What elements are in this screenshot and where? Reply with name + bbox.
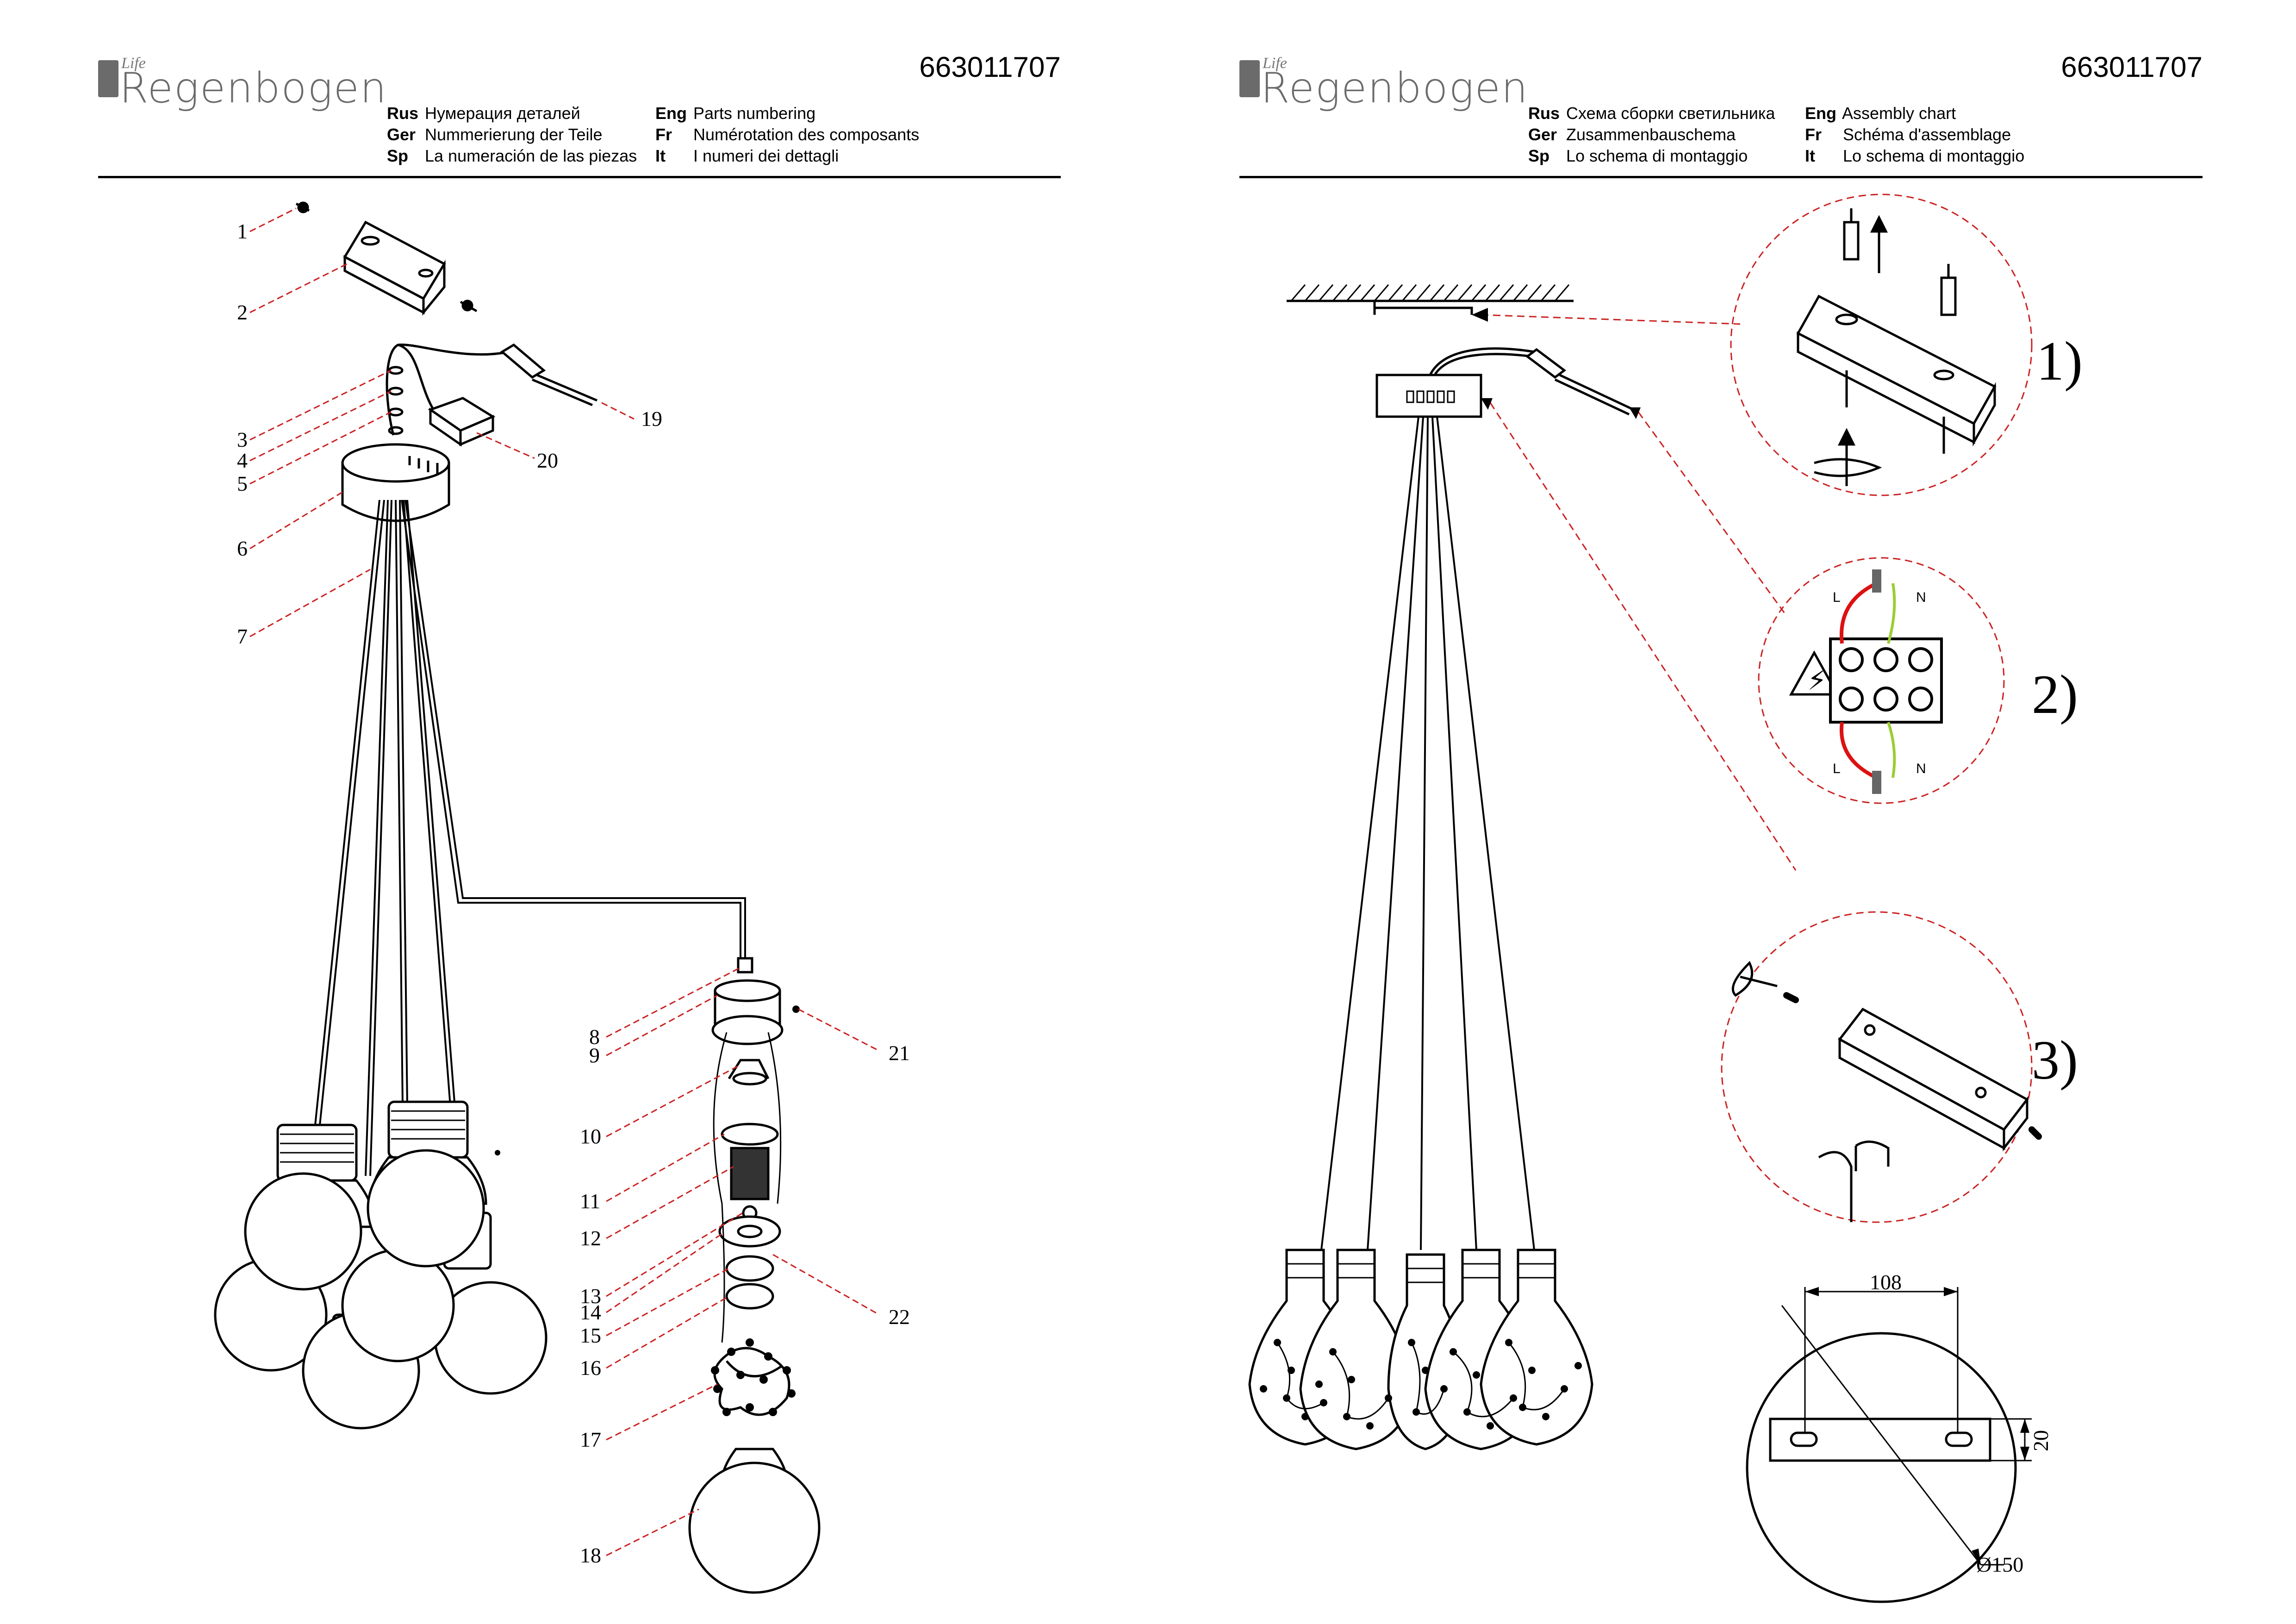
part-number: 3 bbox=[237, 428, 248, 451]
step-label: 1) bbox=[2036, 330, 2083, 392]
part-number: 19 bbox=[641, 407, 662, 431]
svg-text:⚡: ⚡ bbox=[1807, 664, 1827, 697]
header-col-1: Rus Схема сборки светильника Ger Zusamme… bbox=[1528, 104, 1775, 165]
terminal-block bbox=[428, 397, 496, 447]
document-number: 663011707 bbox=[919, 51, 1061, 83]
part-number: 17 bbox=[580, 1428, 601, 1451]
part-number: 6 bbox=[237, 537, 248, 560]
part-number: 5 bbox=[237, 472, 248, 495]
header-rule bbox=[98, 176, 1061, 178]
detail-bracket-mount bbox=[1796, 208, 1997, 486]
screw-icon bbox=[460, 300, 478, 312]
dimension-width: 108 bbox=[1870, 1270, 1902, 1294]
detail-wiring: ⚡ L N L N bbox=[1789, 569, 1943, 794]
part-number: 15 bbox=[580, 1324, 601, 1347]
right-page: Life Regenbogen 663011707 Rus Схема сбор… bbox=[1148, 0, 2296, 1624]
left-page: Life Regenbogen 663011707 Rus Нумерация … bbox=[98, 51, 1061, 1594]
part-number: 7 bbox=[237, 625, 248, 648]
part-number: 4 bbox=[237, 449, 248, 472]
ceiling-canopy bbox=[341, 443, 450, 522]
svg-text:L: L bbox=[1833, 590, 1841, 605]
leader-lines bbox=[249, 207, 880, 1556]
part-number: 22 bbox=[889, 1305, 910, 1329]
part-number: 2 bbox=[237, 300, 248, 324]
svg-text:L: L bbox=[1833, 761, 1841, 776]
callout-lines bbox=[1481, 194, 2033, 1603]
fairy-bulb bbox=[1248, 1249, 1593, 1450]
part-number: 1 bbox=[237, 219, 248, 243]
dimension-diameter: Ø150 bbox=[1976, 1553, 2023, 1576]
header-col-2: Eng Parts numbering Fr Numérotation des … bbox=[655, 104, 920, 165]
document-number: 663011707 bbox=[2061, 51, 2203, 83]
detail-canopy-fix bbox=[1731, 961, 2042, 1222]
part-numbers: 1 2 3 4 5 6 7 8 9 10 11 12 13 14 15 16 1… bbox=[237, 219, 910, 1567]
svg-text:N: N bbox=[1916, 590, 1926, 605]
part-number: 18 bbox=[580, 1543, 601, 1567]
header-rule bbox=[1239, 176, 2203, 178]
mounting-bracket bbox=[343, 220, 446, 316]
parts-diagram: 1 2 3 4 5 6 7 8 9 10 11 12 13 14 15 16 1… bbox=[214, 201, 910, 1594]
part-number: 21 bbox=[889, 1041, 910, 1065]
step-label: 3) bbox=[2032, 1029, 2078, 1091]
part-number: 11 bbox=[580, 1189, 600, 1213]
part-number: 9 bbox=[589, 1043, 600, 1067]
bulb-cluster bbox=[214, 1100, 548, 1430]
part-number: 14 bbox=[580, 1300, 601, 1324]
header-col-1: Rus Нумерация деталей Ger Nummerierung d… bbox=[387, 104, 637, 165]
connector-plug bbox=[500, 343, 597, 406]
assembly-diagram: 1) ⚡ L N L N 2) bbox=[1248, 194, 2083, 1603]
part-number: 8 bbox=[589, 1025, 600, 1049]
header-col-2: Eng Assembly chart Fr Schéma d'assemblag… bbox=[1805, 104, 2025, 165]
part-number: 10 bbox=[580, 1124, 601, 1148]
ceiling bbox=[1287, 284, 1574, 315]
ceiling-canopy bbox=[1375, 374, 1482, 418]
part-number: 12 bbox=[580, 1226, 601, 1250]
dimension-drawing bbox=[1769, 1287, 2032, 1566]
dimension-height: 20 bbox=[2029, 1430, 2053, 1451]
step-label: 2) bbox=[2032, 663, 2078, 725]
brand-logo: Life Regenbogen bbox=[1239, 55, 1528, 112]
part-number: 16 bbox=[580, 1356, 601, 1380]
part-number: 13 bbox=[580, 1284, 601, 1308]
screw-icon bbox=[295, 201, 310, 213]
svg-text:N: N bbox=[1916, 761, 1926, 776]
brand-logo: Life Regenbogen bbox=[98, 55, 386, 112]
part-number: 20 bbox=[537, 449, 558, 472]
exploded-lamp bbox=[688, 957, 821, 1594]
